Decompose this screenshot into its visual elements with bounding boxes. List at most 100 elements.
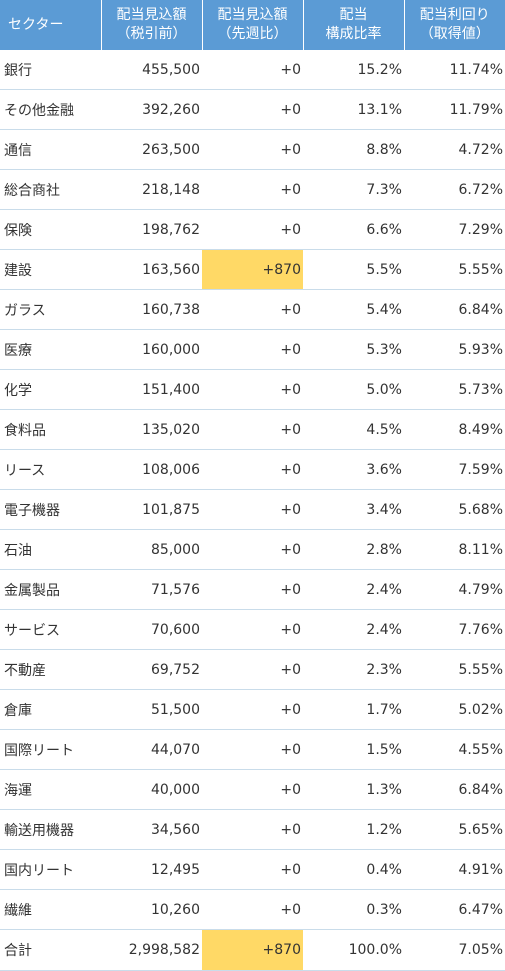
change-cell: +0 [202, 609, 303, 650]
sector-cell: 化学 [0, 369, 101, 410]
change-cell: +0 [202, 849, 303, 890]
amount-cell: 12,495 [101, 849, 202, 890]
ratio-cell: 5.5% [303, 249, 404, 290]
ratio-cell: 6.6% [303, 209, 404, 250]
header-sector-label: セクター [8, 16, 64, 33]
yield-cell: 11.79% [404, 89, 505, 130]
yield-cell: 6.84% [404, 289, 505, 330]
amount-cell: 69,752 [101, 649, 202, 690]
amount-cell: 101,875 [101, 489, 202, 530]
sector-cell: 国際リート [0, 729, 101, 770]
header-amount-line2: （税引前） [116, 26, 187, 42]
sector-cell: 通信 [0, 129, 101, 170]
amount-cell: 40,000 [101, 769, 202, 810]
amount-cell: 455,500 [101, 50, 202, 90]
yield-cell: 5.73% [404, 369, 505, 410]
yield-cell: 7.59% [404, 449, 505, 490]
ratio-cell: 2.4% [303, 609, 404, 650]
yield-cell: 5.02% [404, 689, 505, 730]
amount-cell: 218,148 [101, 169, 202, 210]
sector-cell: 食料品 [0, 409, 101, 450]
sector-cell: 倉庫 [0, 689, 101, 730]
header-yield: 配当利回り （取得値） [404, 0, 505, 50]
yield-cell: 5.93% [404, 329, 505, 370]
amount-cell: 71,576 [101, 569, 202, 610]
amount-cell: 135,020 [101, 409, 202, 450]
change-cell: +870 [202, 249, 303, 290]
ratio-cell: 3.4% [303, 489, 404, 530]
yield-cell: 8.49% [404, 409, 505, 450]
change-cell: +0 [202, 369, 303, 410]
header-amount-line1: 配当見込額 [116, 7, 187, 23]
ratio-cell: 100.0% [303, 929, 404, 971]
sector-cell: 総合商社 [0, 169, 101, 210]
ratio-cell: 1.5% [303, 729, 404, 770]
ratio-cell: 15.2% [303, 50, 404, 90]
yield-cell: 6.47% [404, 889, 505, 930]
yield-cell: 4.55% [404, 729, 505, 770]
amount-cell: 108,006 [101, 449, 202, 490]
yield-cell: 5.65% [404, 809, 505, 850]
ratio-cell: 2.8% [303, 529, 404, 570]
sector-cell: 保険 [0, 209, 101, 250]
yield-cell: 6.72% [404, 169, 505, 210]
header-yield-line2: （取得値） [419, 26, 490, 42]
amount-cell: 160,000 [101, 329, 202, 370]
change-cell: +0 [202, 889, 303, 930]
sector-cell: サービス [0, 609, 101, 650]
amount-cell: 10,260 [101, 889, 202, 930]
ratio-cell: 5.3% [303, 329, 404, 370]
header-ratio-line1: 配当 [339, 7, 368, 23]
yield-cell: 7.05% [404, 929, 505, 971]
change-cell: +0 [202, 529, 303, 570]
change-cell: +0 [202, 649, 303, 690]
yield-cell: 11.74% [404, 50, 505, 90]
change-cell: +0 [202, 449, 303, 490]
sector-cell: 繊維 [0, 889, 101, 930]
ratio-cell: 3.6% [303, 449, 404, 490]
amount-cell: 163,560 [101, 249, 202, 290]
sector-cell: リース [0, 449, 101, 490]
sector-cell: その他金融 [0, 89, 101, 130]
header-yield-line1: 配当利回り [419, 7, 490, 23]
change-cell: +0 [202, 409, 303, 450]
amount-cell: 160,738 [101, 289, 202, 330]
ratio-cell: 5.0% [303, 369, 404, 410]
sector-cell: 銀行 [0, 50, 101, 90]
change-cell: +870 [202, 929, 303, 971]
header-change: 配当見込額 （先週比） [202, 0, 304, 50]
header-ratio: 配当 構成比率 [303, 0, 405, 50]
yield-cell: 5.55% [404, 649, 505, 690]
ratio-cell: 1.7% [303, 689, 404, 730]
amount-cell: 2,998,582 [101, 929, 202, 971]
change-cell: +0 [202, 89, 303, 130]
sector-cell: 海運 [0, 769, 101, 810]
change-cell: +0 [202, 289, 303, 330]
sector-cell: 建設 [0, 249, 101, 290]
ratio-cell: 13.1% [303, 89, 404, 130]
sector-cell: 合計 [0, 929, 101, 971]
change-cell: +0 [202, 769, 303, 810]
sector-cell: ガラス [0, 289, 101, 330]
change-cell: +0 [202, 689, 303, 730]
sector-cell: 医療 [0, 329, 101, 370]
change-cell: +0 [202, 809, 303, 850]
change-cell: +0 [202, 569, 303, 610]
ratio-cell: 5.4% [303, 289, 404, 330]
sector-cell: 国内リート [0, 849, 101, 890]
change-cell: +0 [202, 169, 303, 210]
